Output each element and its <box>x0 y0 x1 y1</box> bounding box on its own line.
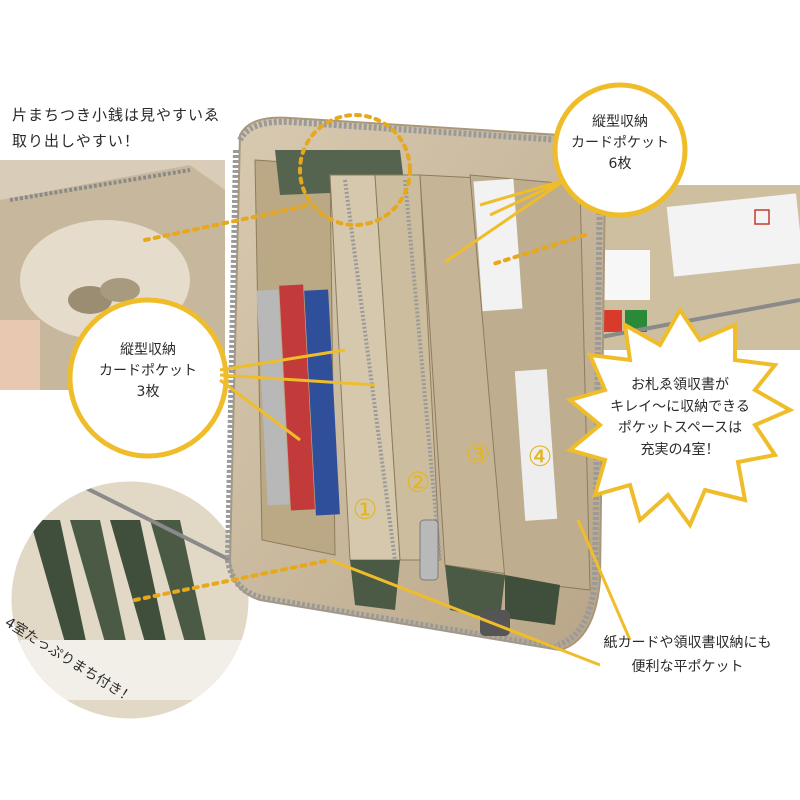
card-right-callout-circle <box>552 82 688 218</box>
card-right-caption: 縦型収納 カードポケット 6枚 <box>571 114 669 172</box>
compartment-number-1: ① <box>352 493 378 526</box>
card-left-caption: 縦型収納 カードポケット 3枚 <box>99 342 197 400</box>
bill-space-starburst <box>565 306 795 530</box>
dotted-guide-lines <box>133 113 587 602</box>
compartment-number-4: ④ <box>527 440 553 473</box>
wallet-main-photo <box>224 116 607 652</box>
bill-space-caption: お札ゑ領収書が キレイ～に収納できる ポケットスペースは 充実の4室！ <box>610 377 750 459</box>
pointer-lines <box>219 178 632 667</box>
gusset-inset-photo <box>10 480 250 720</box>
card-left-callout-circle <box>67 297 229 459</box>
compartment-number-3: ③ <box>465 438 491 471</box>
compartment-number-2: ② <box>405 466 431 499</box>
coin-pocket-caption: 片まちつき小銭は見やすいゑ 取り出しやすい！ <box>12 106 221 150</box>
flat-pocket-caption: 紙カードや領収書収納にも 便利な平ポケット <box>603 635 772 675</box>
